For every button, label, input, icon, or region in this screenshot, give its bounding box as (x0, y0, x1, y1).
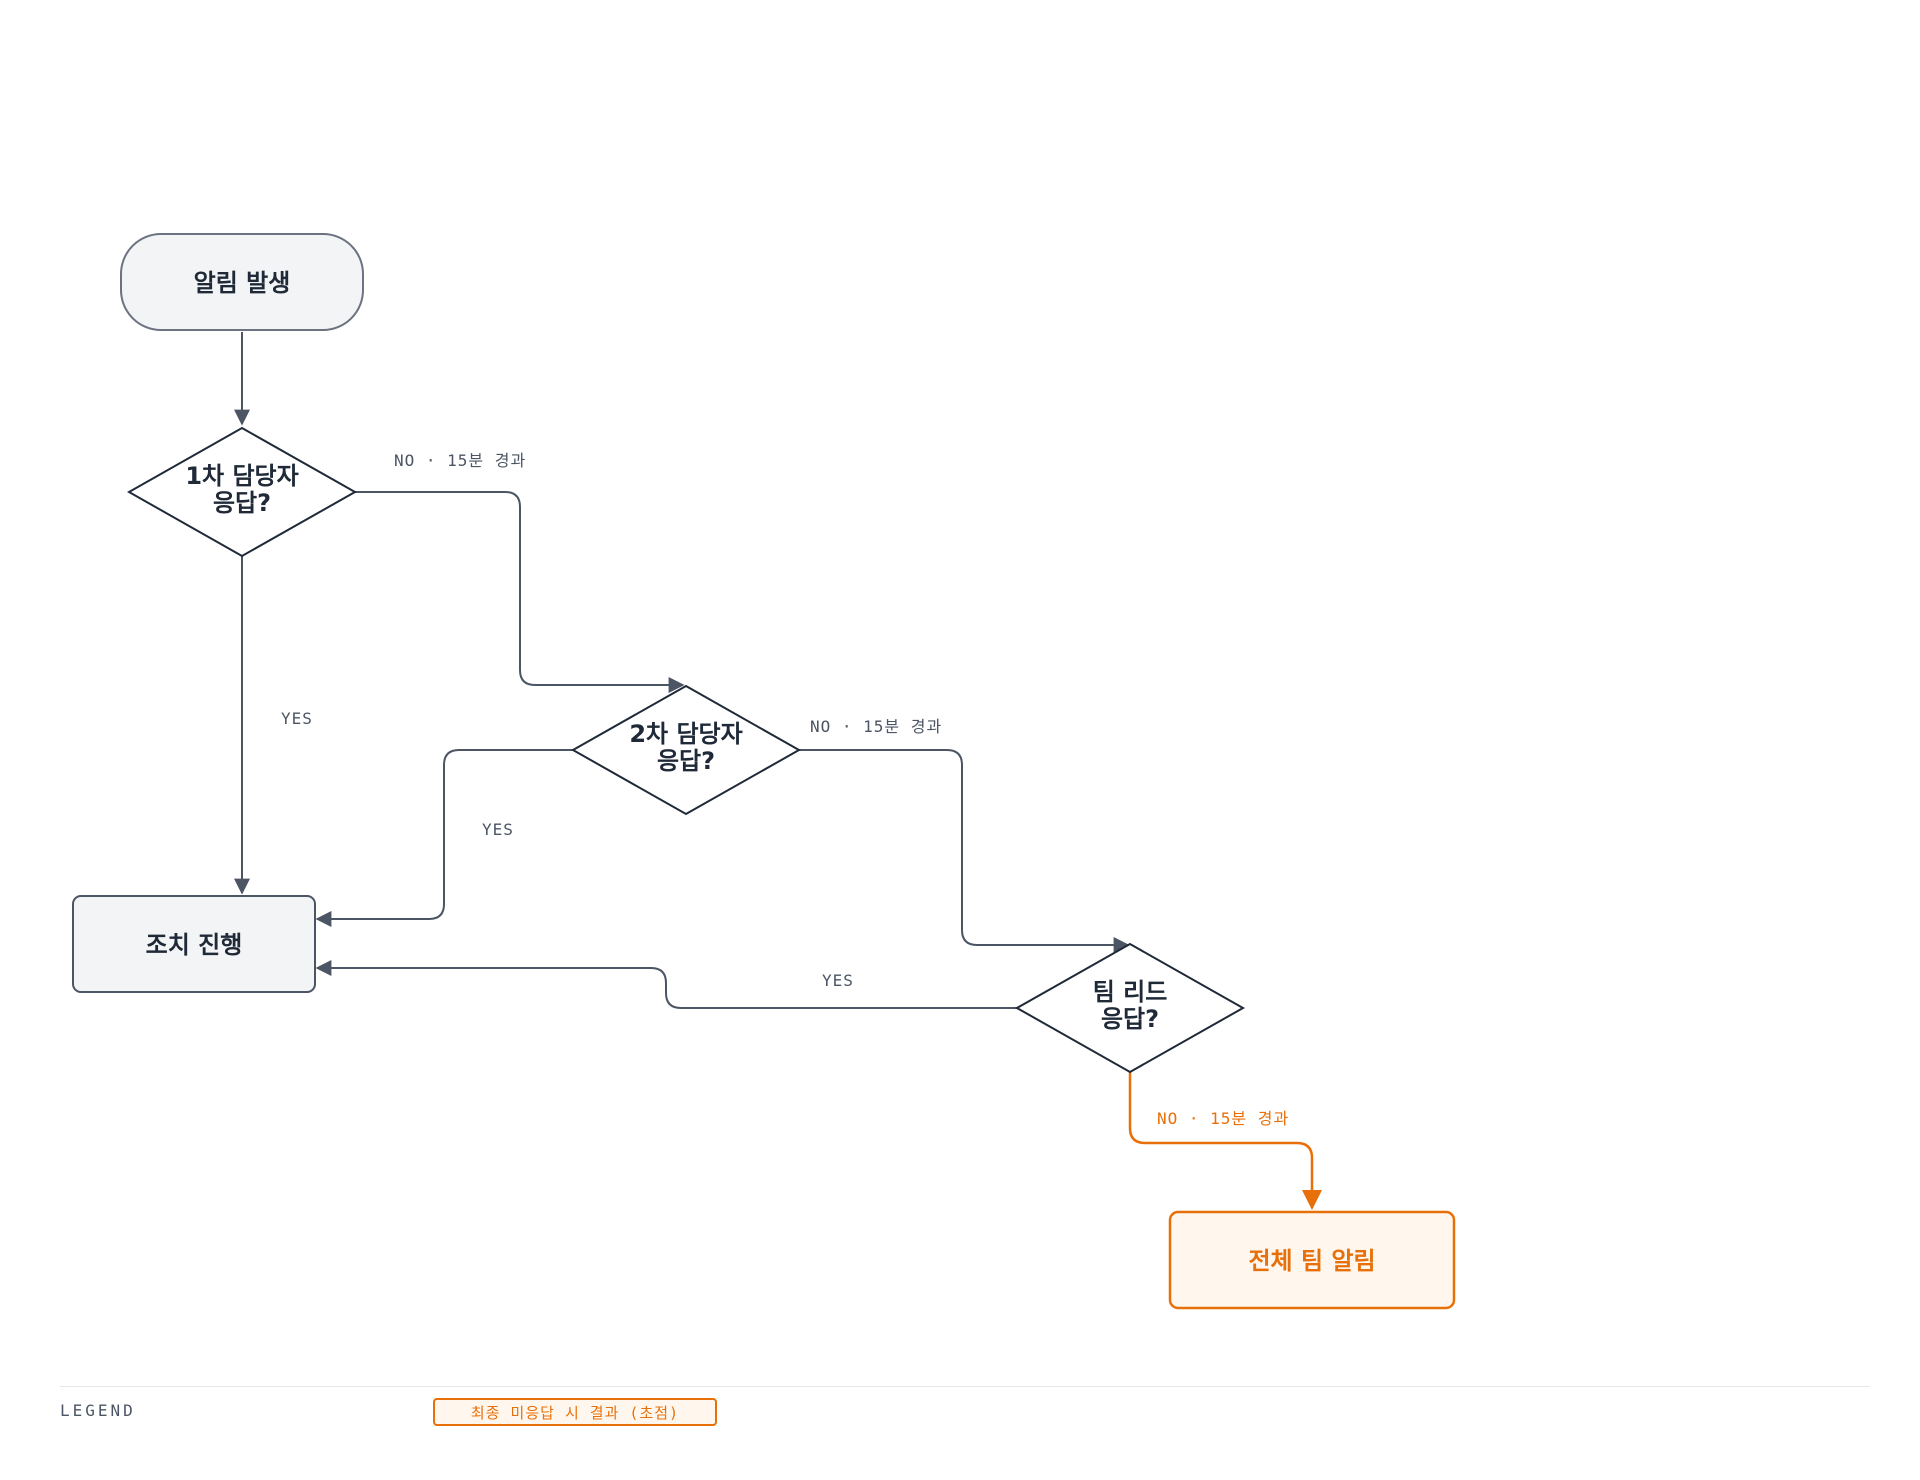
decision-2-label-line1: 2차 담당자 (629, 720, 742, 748)
legend-focus-swatch: 최종 미응답 시 결과 (초점) (433, 1398, 717, 1426)
edge-d2-no (799, 749, 1130, 953)
decision-1: 1차 담당자 응답? (126, 426, 358, 558)
edge-label-d1-no: NO · 15분 경과 (394, 451, 526, 470)
decision-1-label-line2: 응답? (213, 489, 271, 517)
edge-d2-yes (315, 749, 573, 927)
start-node-label: 알림 발생 (194, 269, 291, 297)
action-node-label: 조치 진행 (146, 931, 243, 959)
edge-d1-no (355, 491, 685, 693)
legend-title: LEGEND (60, 1401, 136, 1420)
edge-d3-no (1128, 1072, 1322, 1210)
escalation-node-label: 전체 팀 알림 (1248, 1247, 1375, 1275)
decision-3-label-line1: 팀 리드 (1093, 978, 1168, 1006)
edge-label-d1-yes: YES (281, 709, 313, 728)
decision-3: 팀 리드 응답? (1014, 942, 1246, 1074)
edge-d3-yes (315, 960, 1017, 1009)
edge-label-d2-yes: YES (482, 820, 514, 839)
decision-1-label-line1: 1차 담당자 (185, 462, 298, 490)
start-node: 알림 발생 (120, 233, 364, 331)
decision-2: 2차 담당자 응답? (570, 684, 802, 816)
escalation-node: 전체 팀 알림 (1168, 1210, 1456, 1310)
edge-label-d2-no: NO · 15분 경과 (810, 717, 942, 736)
edge-label-d3-no: NO · 15분 경과 (1157, 1109, 1289, 1128)
legend-divider (60, 1386, 1870, 1387)
decision-2-label-line2: 응답? (657, 747, 715, 775)
decision-3-label-line2: 응답? (1101, 1005, 1159, 1033)
edge-label-d3-yes: YES (822, 971, 854, 990)
action-node: 조치 진행 (72, 895, 316, 993)
